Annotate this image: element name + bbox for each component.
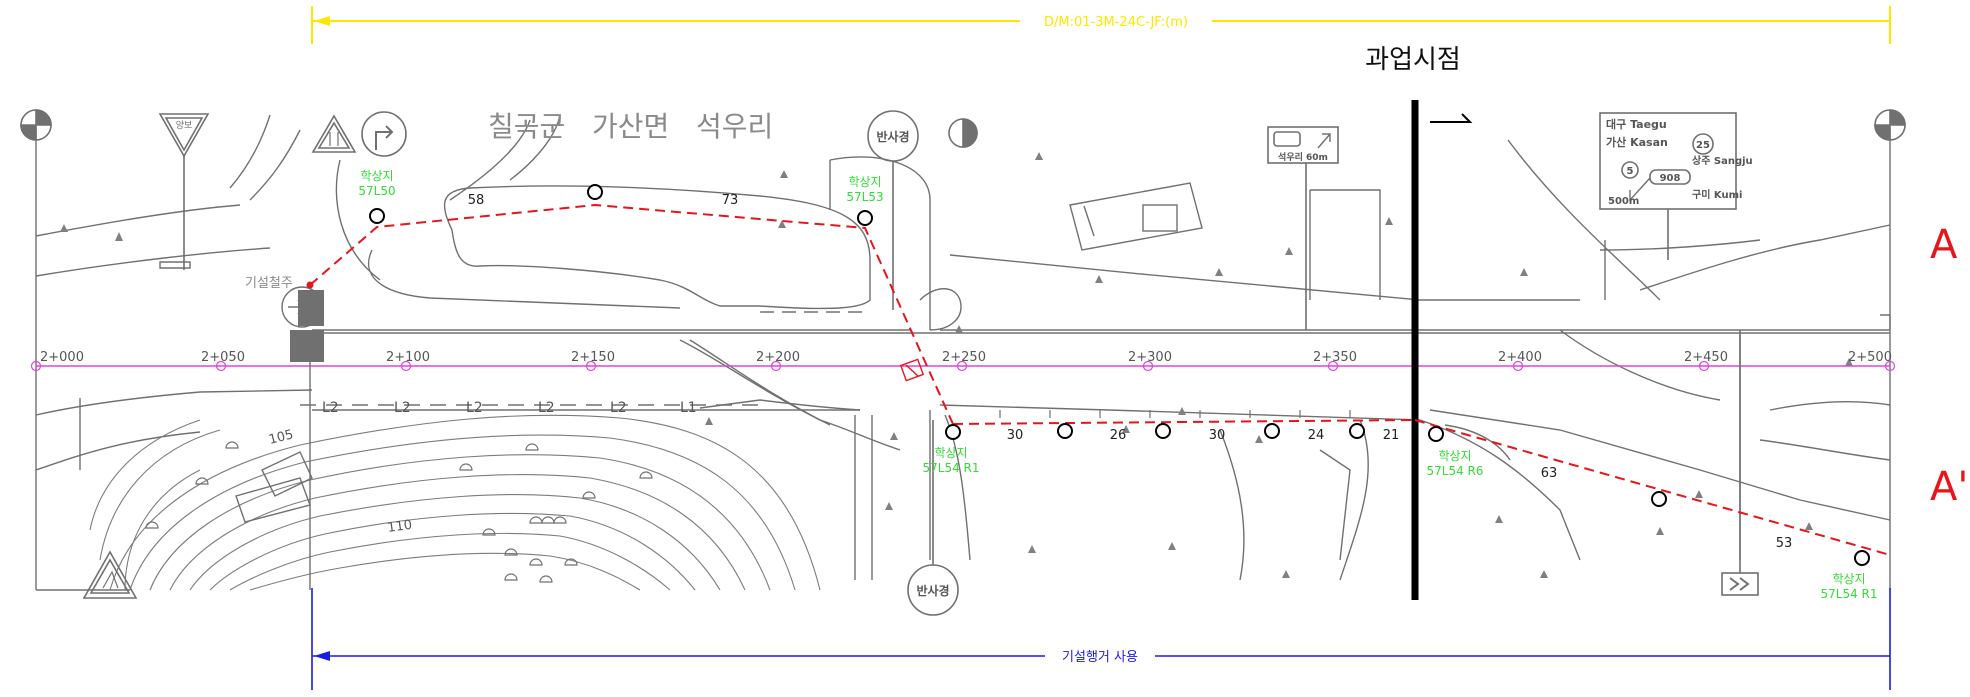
span-58: 58 [468, 193, 485, 208]
start-point-marker [1411, 100, 1473, 600]
station-label-8: 2+400 [1498, 350, 1542, 365]
red-marker [899, 358, 925, 382]
span-53: 53 [1776, 536, 1793, 551]
bottom-dimension-label: 기설행거 사용 [1062, 649, 1138, 665]
sign-texts: 양보 반사경 반사경 석우리 60m 대구 Taegu 가산 Kasan 상주 … [176, 117, 1753, 598]
lane-mark-3: L2 [466, 400, 483, 416]
cable-route [309, 203, 1891, 556]
station-label-0: 2+000 [40, 350, 84, 365]
guide-route25: 25 [1696, 140, 1710, 151]
span-24: 24 [1308, 428, 1325, 443]
existing-duct-label: 기설철주 [245, 276, 293, 291]
contour-label-110: 110 [386, 518, 413, 536]
half-circle-sign [948, 118, 978, 148]
road-linework [35, 114, 1891, 591]
station-label-10: 2+500 [1848, 350, 1892, 365]
span-30b: 30 [1209, 428, 1226, 443]
lane-mark-4: L2 [538, 400, 555, 416]
yield-sign [158, 113, 210, 270]
lane-mark-1: L2 [322, 400, 339, 416]
warning-sign-top [311, 114, 357, 153]
station-label-3: 2+150 [571, 350, 615, 365]
station-label-1: 2+050 [201, 350, 245, 365]
hill-symbols [145, 441, 653, 583]
buildings [235, 451, 313, 523]
bottom-dimension: 기설행거 사용 [311, 588, 1891, 690]
lane-marks: L2 L2 L2 L2 L2 L1 [322, 400, 697, 416]
station-label-5: 2+250 [942, 350, 986, 365]
bus-sign [1267, 126, 1339, 164]
guide-distance: 500m [1608, 196, 1639, 207]
road-ticks [999, 410, 1351, 418]
guide-daegu: 대구 Taegu [1606, 117, 1667, 131]
section-marker-a-prime: A' [1930, 464, 1968, 510]
lane-mark-5: L2 [610, 400, 627, 416]
guide-route908: 908 [1660, 173, 1681, 184]
chevron-sign [1721, 572, 1759, 596]
ground-symbols [60, 152, 1853, 578]
top-dimension: D/M:01-3M-24C-JF:(m) [311, 6, 1891, 44]
bus-sign-text: 석우리 60m [1278, 151, 1328, 163]
turn-right-sign [361, 111, 407, 157]
lane-mark-2: L2 [394, 400, 411, 416]
lane-lines [300, 311, 870, 411]
span-30a: 30 [1007, 428, 1024, 443]
guide-gasan: 가산 Kasan [1606, 135, 1668, 149]
station-label-7: 2+350 [1313, 350, 1357, 365]
mirror-sign-bottom [907, 420, 959, 616]
station-label-9: 2+450 [1684, 350, 1728, 365]
guide-sangju: 상주 Sangju [1692, 154, 1753, 167]
circle-sign-right [1874, 109, 1906, 141]
contour-labels: 105 110 [267, 427, 413, 536]
span-26: 26 [1110, 428, 1127, 443]
span-labels: 58 73 30 26 30 24 21 63 53 [468, 193, 1793, 551]
warning-sign-bottom [82, 550, 138, 599]
signs [20, 109, 1906, 616]
existing-pole [281, 286, 324, 590]
lane-mark-6: L1 [680, 400, 697, 416]
contour-label-105: 105 [267, 427, 295, 448]
guide-route5: 5 [1627, 166, 1634, 177]
span-21: 21 [1383, 428, 1400, 443]
contour-lines [89, 414, 821, 591]
station-label-4: 2+200 [756, 350, 800, 365]
location-title: 칠곡군 가산면 석우리 [488, 110, 773, 143]
span-63: 63 [1541, 466, 1558, 481]
guide-sign [1599, 112, 1737, 260]
mirror-bottom-text: 반사경 [916, 583, 949, 598]
yield-sign-text: 양보 [176, 120, 193, 131]
station-label-6: 2+300 [1128, 350, 1172, 365]
cable-poles [369, 184, 1870, 566]
section-marker-a: A [1930, 222, 1958, 268]
mirror-sign-top [867, 110, 919, 310]
span-73: 73 [722, 193, 739, 208]
station-line: 2+000 2+050 2+100 2+150 2+200 2+250 2+30… [30, 350, 1896, 372]
mirror-top-text: 반사경 [876, 129, 909, 144]
start-point-title: 과업시점 [1365, 45, 1461, 75]
guide-gumi: 구미 Kumi [1692, 188, 1742, 201]
circle-sign-left [20, 109, 52, 141]
station-label-2: 2+100 [386, 350, 430, 365]
top-dimension-label: D/M:01-3M-24C-JF:(m) [1044, 15, 1188, 30]
